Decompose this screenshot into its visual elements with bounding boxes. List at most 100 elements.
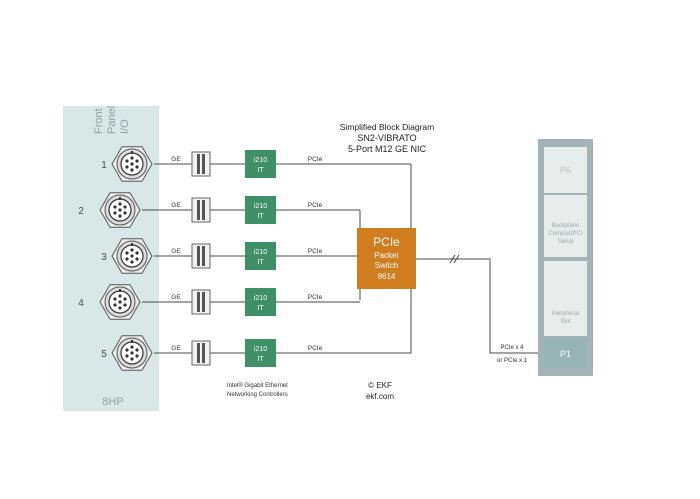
magnetics-body (191, 197, 211, 223)
connector-pin (113, 205, 117, 209)
connector-pin (118, 294, 122, 298)
magnetics-body (191, 289, 211, 315)
magnetics-icon (191, 197, 211, 223)
connector-pin (118, 202, 122, 206)
i210-sublabel: IT (257, 259, 264, 266)
switch-title: PCIe (373, 235, 400, 249)
connector-key (131, 151, 133, 154)
connector-key (131, 243, 133, 246)
port-number-3: 3 (101, 252, 107, 263)
p1-connector (544, 338, 587, 368)
connector-key (131, 340, 133, 343)
switch-bus (359, 164, 412, 353)
magnetics-core-a (197, 343, 200, 363)
pcie-label: PCIe (308, 345, 323, 352)
p6-label: P6 (560, 165, 571, 175)
ge-label: GE (171, 202, 181, 209)
front-panel-header-panel: Panel (106, 106, 118, 134)
magnetics-core-b (202, 343, 205, 363)
port-number-1: 1 (101, 160, 107, 171)
connector-pin (113, 211, 117, 215)
connector-pin (125, 165, 129, 169)
p1-label: P1 (560, 349, 571, 359)
uplink-slash-1 (449, 254, 456, 264)
connector-pin (135, 251, 139, 255)
pcie-label: PCIe (308, 156, 323, 163)
connector-pin (118, 208, 122, 212)
magnetics-core-b (202, 246, 205, 266)
connector-pin (135, 348, 139, 352)
connector-pin (135, 354, 139, 358)
i210-sublabel: IT (257, 167, 264, 174)
connector-pin (123, 211, 127, 215)
i210-controller (245, 339, 276, 367)
switch-line2: Packet (374, 251, 399, 260)
connector-pin (125, 257, 129, 261)
ge-label: GE (171, 156, 181, 163)
m12-connector-icon (99, 192, 141, 228)
title-line-3: 5-Port M12 GE NIC (348, 144, 427, 154)
cpci-label-1: Backplane (551, 223, 580, 229)
title-line-2: SN2-VIBRATO (357, 133, 416, 143)
m12-connector-icon (99, 284, 141, 320)
i210-sublabel: IT (257, 305, 264, 312)
connector-pin (118, 306, 122, 310)
ge-label: GE (171, 294, 181, 301)
connector-pin (135, 159, 139, 163)
i210-controller (245, 150, 276, 178)
port-number-4: 4 (78, 298, 84, 309)
connector-key (119, 197, 121, 200)
m12-connector-icon (111, 238, 153, 274)
connector-pin (113, 303, 117, 307)
connector-pin (125, 354, 129, 358)
front-panel-header-io: I/O (119, 119, 131, 134)
magnetics-core-b (202, 200, 205, 220)
pcie-switch (357, 228, 416, 289)
i210-controller (245, 242, 276, 270)
ge-label: GE (171, 248, 181, 255)
i210-controller (245, 196, 276, 224)
connector-pin (130, 351, 134, 355)
front-panel-header-front: Front (93, 108, 105, 134)
controllers-note-1: Intel® Gigabit Ethernet (227, 382, 288, 389)
connector-pin (123, 303, 127, 307)
magnetics-body (191, 340, 211, 366)
peripheral-label-2: Slot (560, 319, 571, 325)
uplink-line (416, 258, 540, 354)
connector-pin (130, 254, 134, 258)
connector-pin (125, 348, 129, 352)
connector-pin (130, 357, 134, 361)
i210-sublabel: IT (257, 213, 264, 220)
website: ekf.com (366, 392, 394, 401)
magnetics-core-a (197, 154, 200, 174)
magnetics-body (191, 243, 211, 269)
switch-model: 8614 (378, 272, 396, 281)
connector-pin (118, 214, 122, 218)
magnetics-icon (191, 340, 211, 366)
connector-pin (113, 297, 117, 301)
i210-sublabel: IT (257, 356, 264, 363)
connector-pin (123, 205, 127, 209)
connector-key (119, 289, 121, 292)
uplink-label-1: PCIe x 4 (500, 345, 524, 351)
connector-pin (130, 345, 134, 349)
magnetics-core-b (202, 292, 205, 312)
cpci-label-2: CompactPCI (548, 231, 582, 237)
uplink-label-2: or PCIe x 1 (497, 358, 528, 364)
i210-label: i210 (254, 346, 267, 353)
i210-label: i210 (254, 157, 267, 164)
connector-pin (130, 248, 134, 252)
port-number-5: 5 (101, 349, 107, 360)
magnetics-body (191, 151, 211, 177)
magnetics-core-b (202, 154, 205, 174)
port-number-2: 2 (78, 206, 84, 217)
p6-connector (544, 147, 587, 193)
magnetics-core-a (197, 292, 200, 312)
copyright: © EKF (368, 381, 392, 390)
